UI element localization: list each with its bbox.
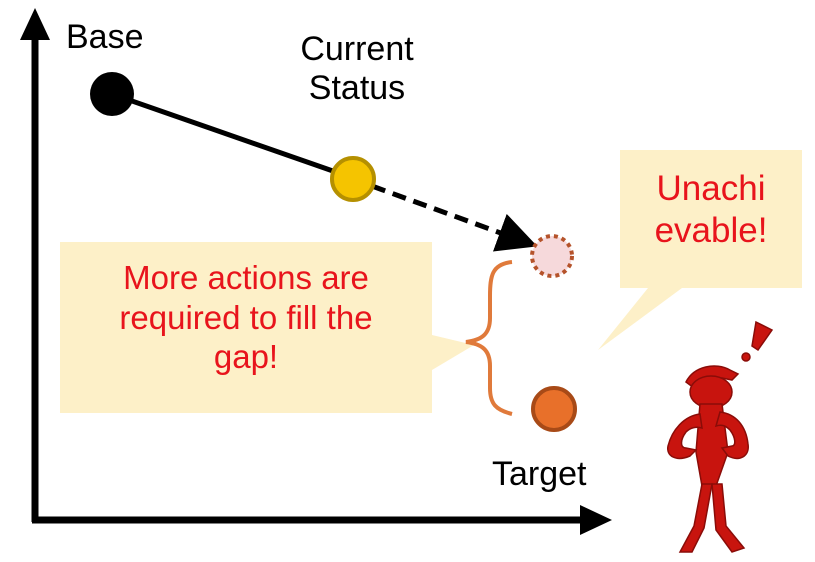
axes: [20, 8, 612, 535]
target-point: [531, 386, 577, 432]
current-status-label-line: Current: [300, 30, 414, 68]
current-status-point: [330, 156, 376, 202]
gap-callout-line: More actions are: [123, 259, 369, 296]
projected-trend-arrow: [371, 183, 538, 252]
gap-callout-line: gap!: [213, 338, 279, 376]
projected-point: [530, 234, 574, 278]
y-axis-arrowhead: [20, 8, 50, 40]
unachievable-callout-line: evable!: [654, 211, 768, 250]
current-status-label: Current Status: [272, 30, 442, 108]
gap-brace: [465, 260, 513, 416]
unachievable-callout-text: Unachi evable!: [620, 168, 802, 252]
current-status-label-line: Status: [308, 69, 406, 108]
target-label: Target: [492, 455, 587, 493]
thinking-person-icon: [667, 320, 774, 553]
unachievable-callout-bubble: [598, 150, 802, 350]
gap-callout-text: More actions are required to fill the ga…: [60, 258, 432, 377]
base-label: Base: [66, 18, 144, 56]
base-to-current-line: [111, 91, 354, 181]
gap-callout-bubble: [60, 242, 474, 413]
x-axis-arrowhead: [580, 505, 612, 535]
unachievable-callout-line: Unachi: [656, 169, 766, 208]
gap-callout-line: required to fill the: [119, 298, 373, 336]
base-point: [90, 72, 134, 116]
